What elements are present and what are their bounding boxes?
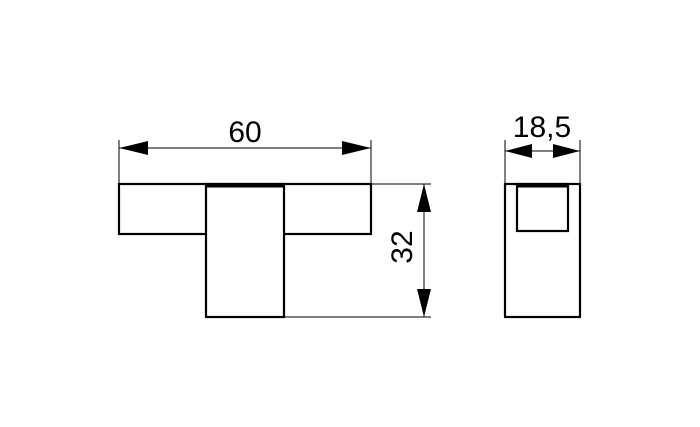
depth-arrow-right	[553, 144, 580, 158]
height-arrow-bottom	[417, 289, 431, 317]
width-arrow-right	[342, 141, 371, 155]
height-arrow-top	[417, 184, 431, 212]
front-view	[117, 182, 373, 319]
depth-arrow-left	[505, 144, 532, 158]
width-label: 60	[228, 116, 261, 149]
width-arrow-left	[119, 141, 148, 155]
depth-dimension: 18,5	[504, 111, 581, 184]
height-label: 32	[386, 230, 419, 263]
side-view	[503, 182, 582, 319]
depth-label: 18,5	[513, 111, 571, 144]
width-dimension: 60	[118, 116, 372, 184]
side-view-bar-profile	[515, 182, 570, 233]
front-view-stem	[204, 182, 286, 319]
height-dimension: 32	[284, 183, 431, 318]
